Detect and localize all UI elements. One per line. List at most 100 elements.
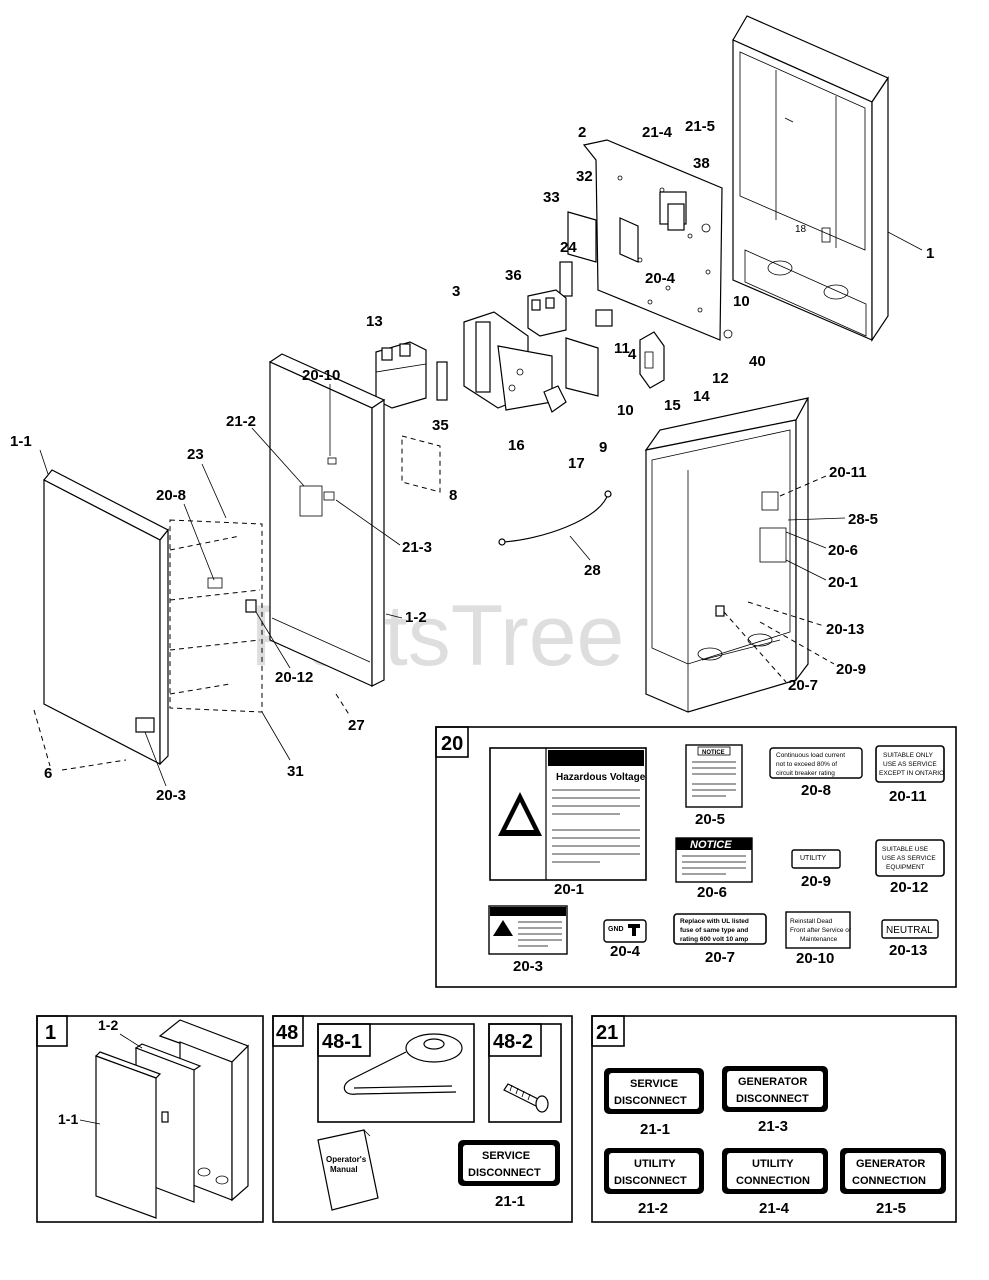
callout-32: 32 (576, 168, 593, 185)
callout-20-13: 20-13 (826, 621, 864, 638)
decal-kit-box: 20 Hazardous Voltage 20-1 NOTICE (435, 726, 957, 988)
svg-text:USE AS SERVICE: USE AS SERVICE (883, 761, 937, 768)
decal-20-4-label: 20-4 (610, 943, 641, 960)
callout-20-4: 20-4 (645, 270, 676, 287)
decal-20-11-label: 20-11 (889, 788, 927, 805)
decal-21-1-label: 21-1 (640, 1121, 670, 1138)
svg-text:fuse of same type and: fuse of same type and (680, 927, 748, 934)
box-21-disconnect-decals: 21 SERVICE DISCONNECT 21-1 GENERATOR DIS… (591, 1015, 957, 1223)
screw-48-2 (503, 1083, 549, 1113)
svg-text:EQUIPMENT: EQUIPMENT (886, 864, 925, 871)
part-32-bracket (619, 217, 639, 263)
decal-20-6-title: NOTICE (690, 839, 732, 851)
decal-20-9-label: 20-9 (801, 873, 831, 890)
svg-text:GND: GND (608, 926, 624, 933)
svg-text:not to exceed 80% of: not to exceed 80% of (776, 761, 837, 768)
svg-text:EXCEPT IN ONTARIO: EXCEPT IN ONTARIO (879, 770, 944, 777)
callout-13: 13 (366, 313, 383, 330)
callout-1-1: 1-1 (10, 433, 32, 450)
fuse-holder-15 (639, 331, 665, 389)
callout-27: 27 (348, 717, 365, 734)
decal-21-4: UTILITY CONNECTION (722, 1148, 828, 1194)
callout-33: 33 (543, 189, 560, 206)
part-24-relay (559, 261, 573, 297)
callout-28-5: 28-5 (848, 511, 878, 528)
svg-text:USE AS SERVICE: USE AS SERVICE (882, 855, 936, 862)
callout-10-mid: 10 (617, 402, 634, 419)
decal-20-8: Continuous load current not to exceed 80… (769, 747, 863, 779)
part-40-grommet (723, 329, 733, 339)
svg-text:UTILITY: UTILITY (752, 1158, 794, 1170)
operators-manual: Operator's Manual (317, 1129, 379, 1211)
callout-38: 38 (693, 155, 710, 172)
box-48-sub1: 48-1 (322, 1031, 362, 1053)
box-1-label-1-1: 1-1 (58, 1111, 78, 1127)
svg-text:DISCONNECT: DISCONNECT (614, 1175, 687, 1187)
decal-20-10: Reinstall Dead Front after Service or Ma… (785, 911, 852, 949)
callout-20-10: 20-10 (302, 367, 340, 384)
callout-18: 18 (795, 224, 807, 235)
svg-text:CONNECTION: CONNECTION (852, 1175, 926, 1187)
decal-21-1: SERVICE DISCONNECT (604, 1068, 704, 1114)
part-9-board (565, 337, 599, 397)
box-48-decal-label: 21-1 (495, 1193, 525, 1210)
svg-text:Maintenance: Maintenance (800, 936, 838, 943)
callout-28: 28 (584, 562, 601, 579)
callout-1-2: 1-2 (405, 609, 427, 626)
svg-text:SUITABLE USE: SUITABLE USE (882, 846, 929, 853)
svg-text:rating 600 volt 10 amp: rating 600 volt 10 amp (680, 936, 748, 943)
decal-20-1-title: Hazardous Voltage (556, 772, 646, 783)
contactor-13 (375, 341, 427, 409)
decal-service-disconnect-48: SERVICE DISCONNECT (458, 1140, 560, 1186)
callout-31: 31 (287, 763, 304, 780)
decal-20-5-title: NOTICE (702, 750, 725, 756)
callout-20-11: 20-11 (829, 464, 867, 481)
callout-6: 6 (44, 765, 52, 782)
callout-15: 15 (664, 397, 681, 414)
callout-9: 9 (599, 439, 607, 456)
callout-21-3: 21-3 (402, 539, 432, 556)
decal-20-6: NOTICE (675, 837, 753, 883)
callout-8: 8 (449, 487, 457, 504)
callout-14: 14 (693, 388, 710, 405)
callout-20-9: 20-9 (836, 661, 866, 678)
box-1-number: 1 (45, 1022, 56, 1044)
decal-21-3: GENERATOR DISCONNECT (722, 1066, 828, 1112)
cover-door (43, 469, 169, 766)
callout-21-5: 21-5 (685, 118, 715, 135)
callout-21-2: 21-2 (226, 413, 256, 430)
enclosure-front-view (644, 397, 810, 713)
decal-21-4-label: 21-4 (759, 1200, 790, 1217)
svg-text:UTILITY: UTILITY (800, 855, 826, 862)
callout-20-3: 20-3 (156, 787, 186, 804)
decal-20-12-label: 20-12 (890, 879, 928, 896)
svg-text:UTILITY: UTILITY (634, 1158, 676, 1170)
svg-text:SERVICE: SERVICE (482, 1150, 530, 1162)
inner-panel-31 (169, 519, 263, 713)
wire-28 (501, 493, 609, 543)
svg-text:DISCONNECT: DISCONNECT (468, 1167, 541, 1179)
decal-20-3-label: 20-3 (513, 958, 543, 975)
callout-35: 35 (432, 417, 449, 434)
part-35-plate (436, 361, 448, 401)
decal-box-number: 20 (441, 733, 463, 755)
callout-4: 4 (628, 346, 637, 363)
callout-23: 23 (187, 446, 204, 463)
box-1-label-1-2: 1-2 (98, 1017, 118, 1033)
callout-16: 16 (508, 437, 525, 454)
box-1-enclosure-assembly: 1 1-2 1-1 (36, 1015, 264, 1223)
decal-21-5-label: 21-5 (876, 1200, 906, 1217)
svg-text:DISCONNECT: DISCONNECT (736, 1093, 809, 1105)
callout-20-1: 20-1 (828, 574, 858, 591)
decal-20-4: GND (603, 919, 647, 943)
decal-20-1-label: 20-1 (554, 881, 584, 898)
callout-20-12: 20-12 (275, 669, 313, 686)
part-17-clamp (543, 385, 567, 413)
callout-1: 1 (926, 245, 934, 262)
box-48-accessory-kit: 48 48-1 48-2 Operator's Manual (272, 1015, 573, 1223)
callout-20-7: 20-7 (788, 677, 818, 694)
callout-11: 11 (614, 340, 630, 357)
decal-21-2: UTILITY DISCONNECT (604, 1148, 704, 1194)
callout-36: 36 (505, 267, 522, 284)
